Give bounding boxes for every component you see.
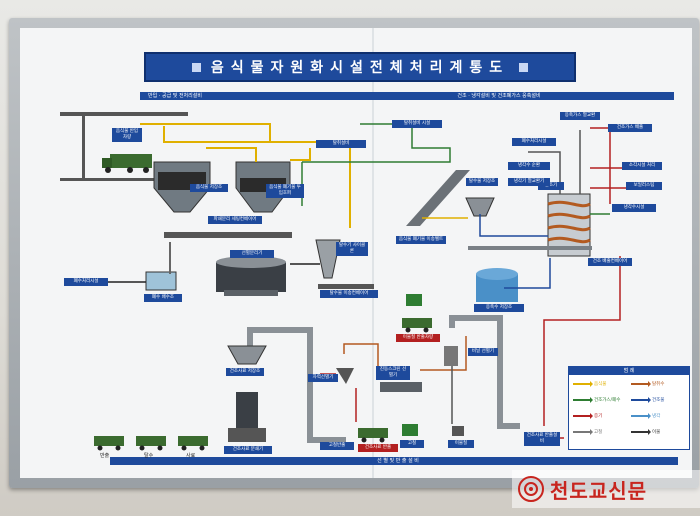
dryer-icon	[547, 193, 591, 257]
label-foreign-out: 이물질	[448, 440, 474, 448]
shaker-icon	[380, 382, 422, 392]
truck-in-icon	[102, 154, 152, 173]
label-dewater-tank: 탈수물 저장조	[466, 178, 498, 186]
label-truck-in: 음식물 반입차량	[112, 128, 142, 142]
legend-item: 음식물	[573, 381, 606, 387]
label-wastewater-tank: 폐수 배수조	[144, 294, 182, 302]
truck-a-icon	[94, 436, 124, 451]
label-dryer-out: 건조 배출컨베이어	[588, 258, 632, 266]
legend-item: 증기	[573, 413, 602, 419]
legend-box: 범 례 음식물 탈취수 건조가스/폐수 건조물 증기 냉각 고철 이물	[568, 366, 690, 450]
shed-roof	[60, 112, 188, 116]
watermark-logo-icon	[518, 476, 544, 502]
legend-item: 고철	[573, 429, 602, 435]
title-square-icon	[191, 62, 201, 72]
bin-icon	[402, 424, 418, 436]
label-dewater-conv: 탈수물 이송컨베이어	[320, 290, 378, 298]
small-bin-icon	[452, 426, 464, 436]
label-truck-a: 반출	[100, 453, 110, 459]
legend-item: 냉각	[631, 413, 660, 419]
label-gas-1: 응축가스 열교환	[560, 112, 600, 120]
label-truck-e: 고철반출	[320, 442, 354, 450]
diagram-title: 음식물자원화시설전체처리계통도	[144, 52, 576, 82]
mag-sep-icon	[336, 368, 354, 384]
label-crusher: 건조사료 분쇄기	[224, 446, 272, 454]
label-separator: 선별분리기	[230, 250, 274, 258]
legend-item: 건조물	[631, 397, 664, 403]
section-bar-left: 반입 · 공급 및 전처리설비	[140, 92, 320, 100]
label-gas-4: 소각시설 처리	[622, 162, 662, 170]
scrap-bin-icon	[406, 294, 422, 306]
label-deodor-2: 탈취설비 시설	[392, 120, 442, 128]
cyclone-icon	[315, 239, 341, 279]
label-hopper-1: 음식물 저장조	[190, 184, 228, 192]
legend-item: 탈취수	[631, 381, 664, 387]
label-hopper-bottom: 건조사료 저장조	[226, 368, 264, 376]
condensed-tank-icon	[476, 268, 518, 302]
hopper-2-icon	[235, 161, 291, 213]
screw-conveyor	[164, 232, 292, 238]
truck-d-icon	[358, 428, 388, 443]
bottom-hopper-icon	[227, 345, 267, 365]
separator-icon	[216, 256, 286, 296]
incline-conveyor-icon	[406, 170, 470, 226]
watermark: 천도교신문	[512, 470, 700, 508]
wastewater-tank-icon	[145, 271, 177, 291]
label-dryer: 건조기	[538, 182, 564, 190]
title-text: 음식물자원화시설전체처리계통도	[210, 60, 510, 76]
diagram-board: 음식물자원화시설전체처리계통도 반입 · 공급 및 전처리설비 건조 · 냉각설…	[20, 28, 692, 478]
label-shaker: 진동스크린 선별기	[376, 366, 410, 380]
label-gas-2: 건조가스 배출	[608, 124, 652, 132]
label-deodor-1: 탈취설비	[316, 140, 366, 148]
label-gas-6: 보일러스팀	[626, 182, 662, 190]
legend-title: 범 례	[569, 367, 689, 375]
label-foreign-1: 이물질 반출차량	[396, 334, 440, 342]
label-bag: 비닐 선별기	[468, 348, 498, 356]
shed-pillar	[82, 116, 85, 178]
dewater-tank-icon	[465, 197, 495, 217]
label-gas-5: 냉각수시설	[612, 204, 656, 212]
process-diagram	[60, 112, 630, 451]
label-final: 건조사료 반출설비	[524, 432, 560, 446]
label-truck-c: 사료	[186, 453, 196, 459]
label-gas-3: 폐수처리시설	[512, 138, 556, 146]
label-truck-d: 건조사료 반출	[358, 444, 398, 452]
truck-c-icon	[178, 436, 208, 451]
label-scrap: 고철	[400, 440, 424, 448]
board-seam	[372, 28, 374, 478]
shed-floor	[60, 178, 160, 181]
label-gas-7: 냉각수 순환	[508, 162, 550, 170]
label-bucket-elev: 음식물 폐기물 이송벨트	[396, 236, 446, 244]
legend-item: 건조가스/폐수	[573, 397, 620, 403]
section-bar-bottom: 선 별 및 반 출 설 비	[110, 457, 678, 465]
label-cooler-box: 냉각기 열교환기	[508, 178, 550, 186]
legend-item: 이물	[631, 429, 660, 435]
label-to-wastewater: 폐수처리시설	[64, 278, 108, 286]
title-square-icon	[519, 62, 529, 72]
label-cyclone: 탈수기 사이클론	[336, 242, 368, 256]
label-screw-1: 파쇄분리 세팅컨베이어	[208, 216, 262, 224]
vertical-sep-icon	[444, 346, 458, 366]
truck-e-icon	[402, 318, 432, 333]
label-hopper-2: 음식물 폐기물 투입호퍼	[266, 184, 304, 198]
section-bar-right: 건조 · 냉각설비 및 건조폐가스 응축설비	[316, 92, 674, 100]
dryer-out-conveyor	[468, 246, 592, 250]
label-mag-sep: 자력선별기	[308, 374, 338, 382]
label-truck-b: 탈수	[144, 453, 154, 459]
crusher-icon	[236, 392, 258, 428]
label-condensed: 응축수 저장조	[474, 304, 524, 312]
truck-b-icon	[136, 436, 166, 451]
watermark-text: 천도교신문	[550, 478, 647, 503]
dewater-conveyor	[318, 284, 374, 289]
